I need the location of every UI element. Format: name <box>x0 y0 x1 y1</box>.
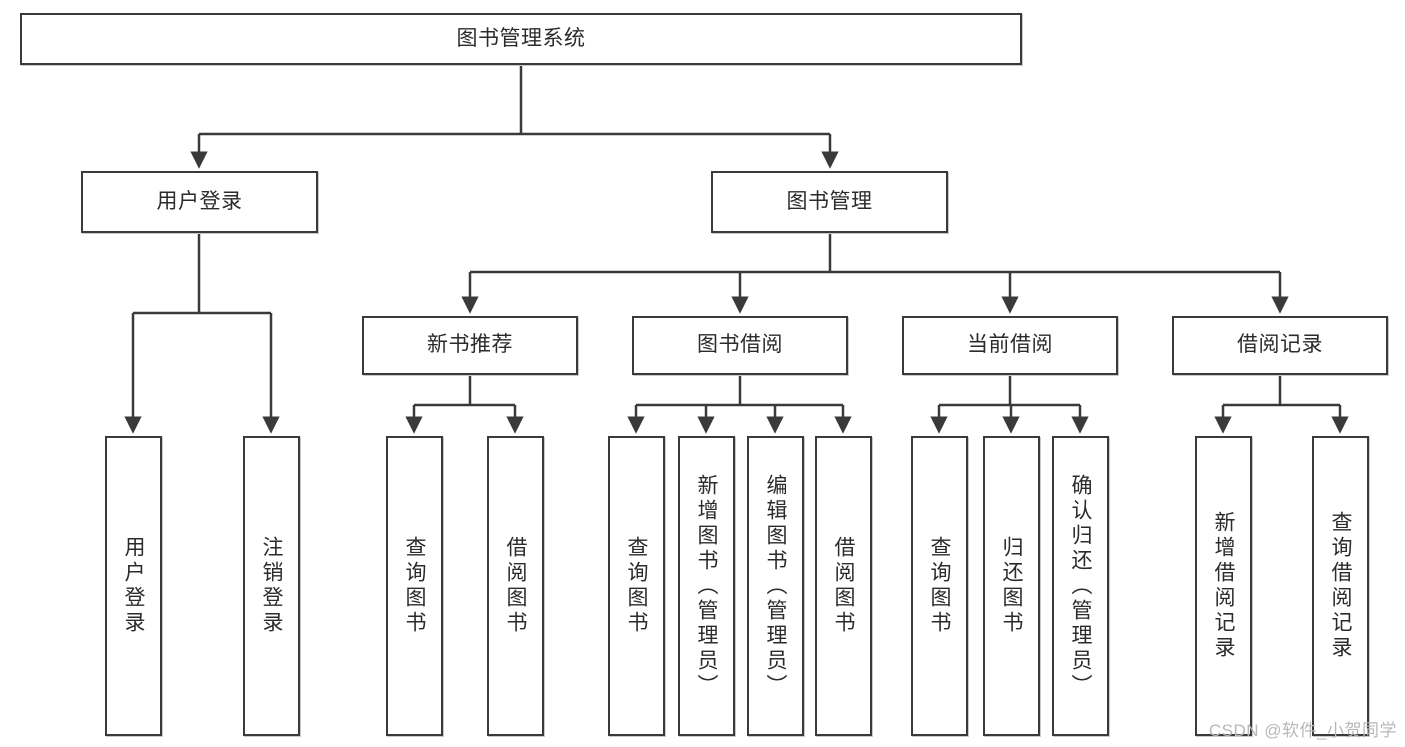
node-leaf-borrow-book-2[interactable]: 借阅图书 <box>815 436 872 736</box>
node-book-manage[interactable]: 图书管理 <box>711 171 948 233</box>
node-label: 归还图书 <box>1000 536 1023 636</box>
node-label: 查询图书 <box>625 536 648 636</box>
node-label: 新书推荐 <box>427 333 513 357</box>
node-label: 当前借阅 <box>967 333 1053 357</box>
node-label: 图书借阅 <box>697 333 783 357</box>
node-new-book-rec[interactable]: 新书推荐 <box>362 316 578 375</box>
node-label: 查询图书 <box>403 536 426 636</box>
node-root[interactable]: 图书管理系统 <box>20 13 1022 65</box>
node-borrow-record[interactable]: 借阅记录 <box>1172 316 1388 375</box>
node-current-borrow[interactable]: 当前借阅 <box>902 316 1118 375</box>
node-leaf-query-book-2[interactable]: 查询图书 <box>608 436 665 736</box>
node-label: 图书管理 <box>786 189 873 213</box>
node-label: 查询借阅记录 <box>1329 511 1352 661</box>
node-leaf-add-record[interactable]: 新增借阅记录 <box>1195 436 1252 736</box>
node-label: 借阅图书 <box>832 536 855 636</box>
node-leaf-logout[interactable]: 注销登录 <box>243 436 300 736</box>
node-label: 新增图书（管理员） <box>695 473 718 699</box>
node-label: 查询图书 <box>928 536 951 636</box>
node-leaf-query-book-3[interactable]: 查询图书 <box>911 436 968 736</box>
node-label: 用户登录 <box>156 189 243 213</box>
node-user-login[interactable]: 用户登录 <box>81 171 318 233</box>
node-leaf-confirm-return[interactable]: 确认归还（管理员） <box>1052 436 1109 736</box>
node-label: 编辑图书（管理员） <box>764 473 787 699</box>
node-leaf-query-record[interactable]: 查询借阅记录 <box>1312 436 1369 736</box>
node-label: 确认归还（管理员） <box>1069 473 1092 699</box>
node-label: 用户登录 <box>122 536 145 636</box>
node-label: 图书管理系统 <box>456 26 586 50</box>
node-label: 借阅图书 <box>504 536 527 636</box>
node-label: 借阅记录 <box>1237 333 1323 357</box>
node-leaf-edit-book[interactable]: 编辑图书（管理员） <box>747 436 804 736</box>
node-leaf-add-book[interactable]: 新增图书（管理员） <box>678 436 735 736</box>
node-leaf-user-login[interactable]: 用户登录 <box>105 436 162 736</box>
node-leaf-return-book[interactable]: 归还图书 <box>983 436 1040 736</box>
node-label: 新增借阅记录 <box>1212 511 1235 661</box>
watermark: CSDN @软件_小贺同学 <box>1208 721 1397 740</box>
node-book-borrow[interactable]: 图书借阅 <box>632 316 848 375</box>
node-label: 注销登录 <box>260 536 283 636</box>
node-leaf-query-book-1[interactable]: 查询图书 <box>386 436 443 736</box>
node-leaf-borrow-book-1[interactable]: 借阅图书 <box>487 436 544 736</box>
